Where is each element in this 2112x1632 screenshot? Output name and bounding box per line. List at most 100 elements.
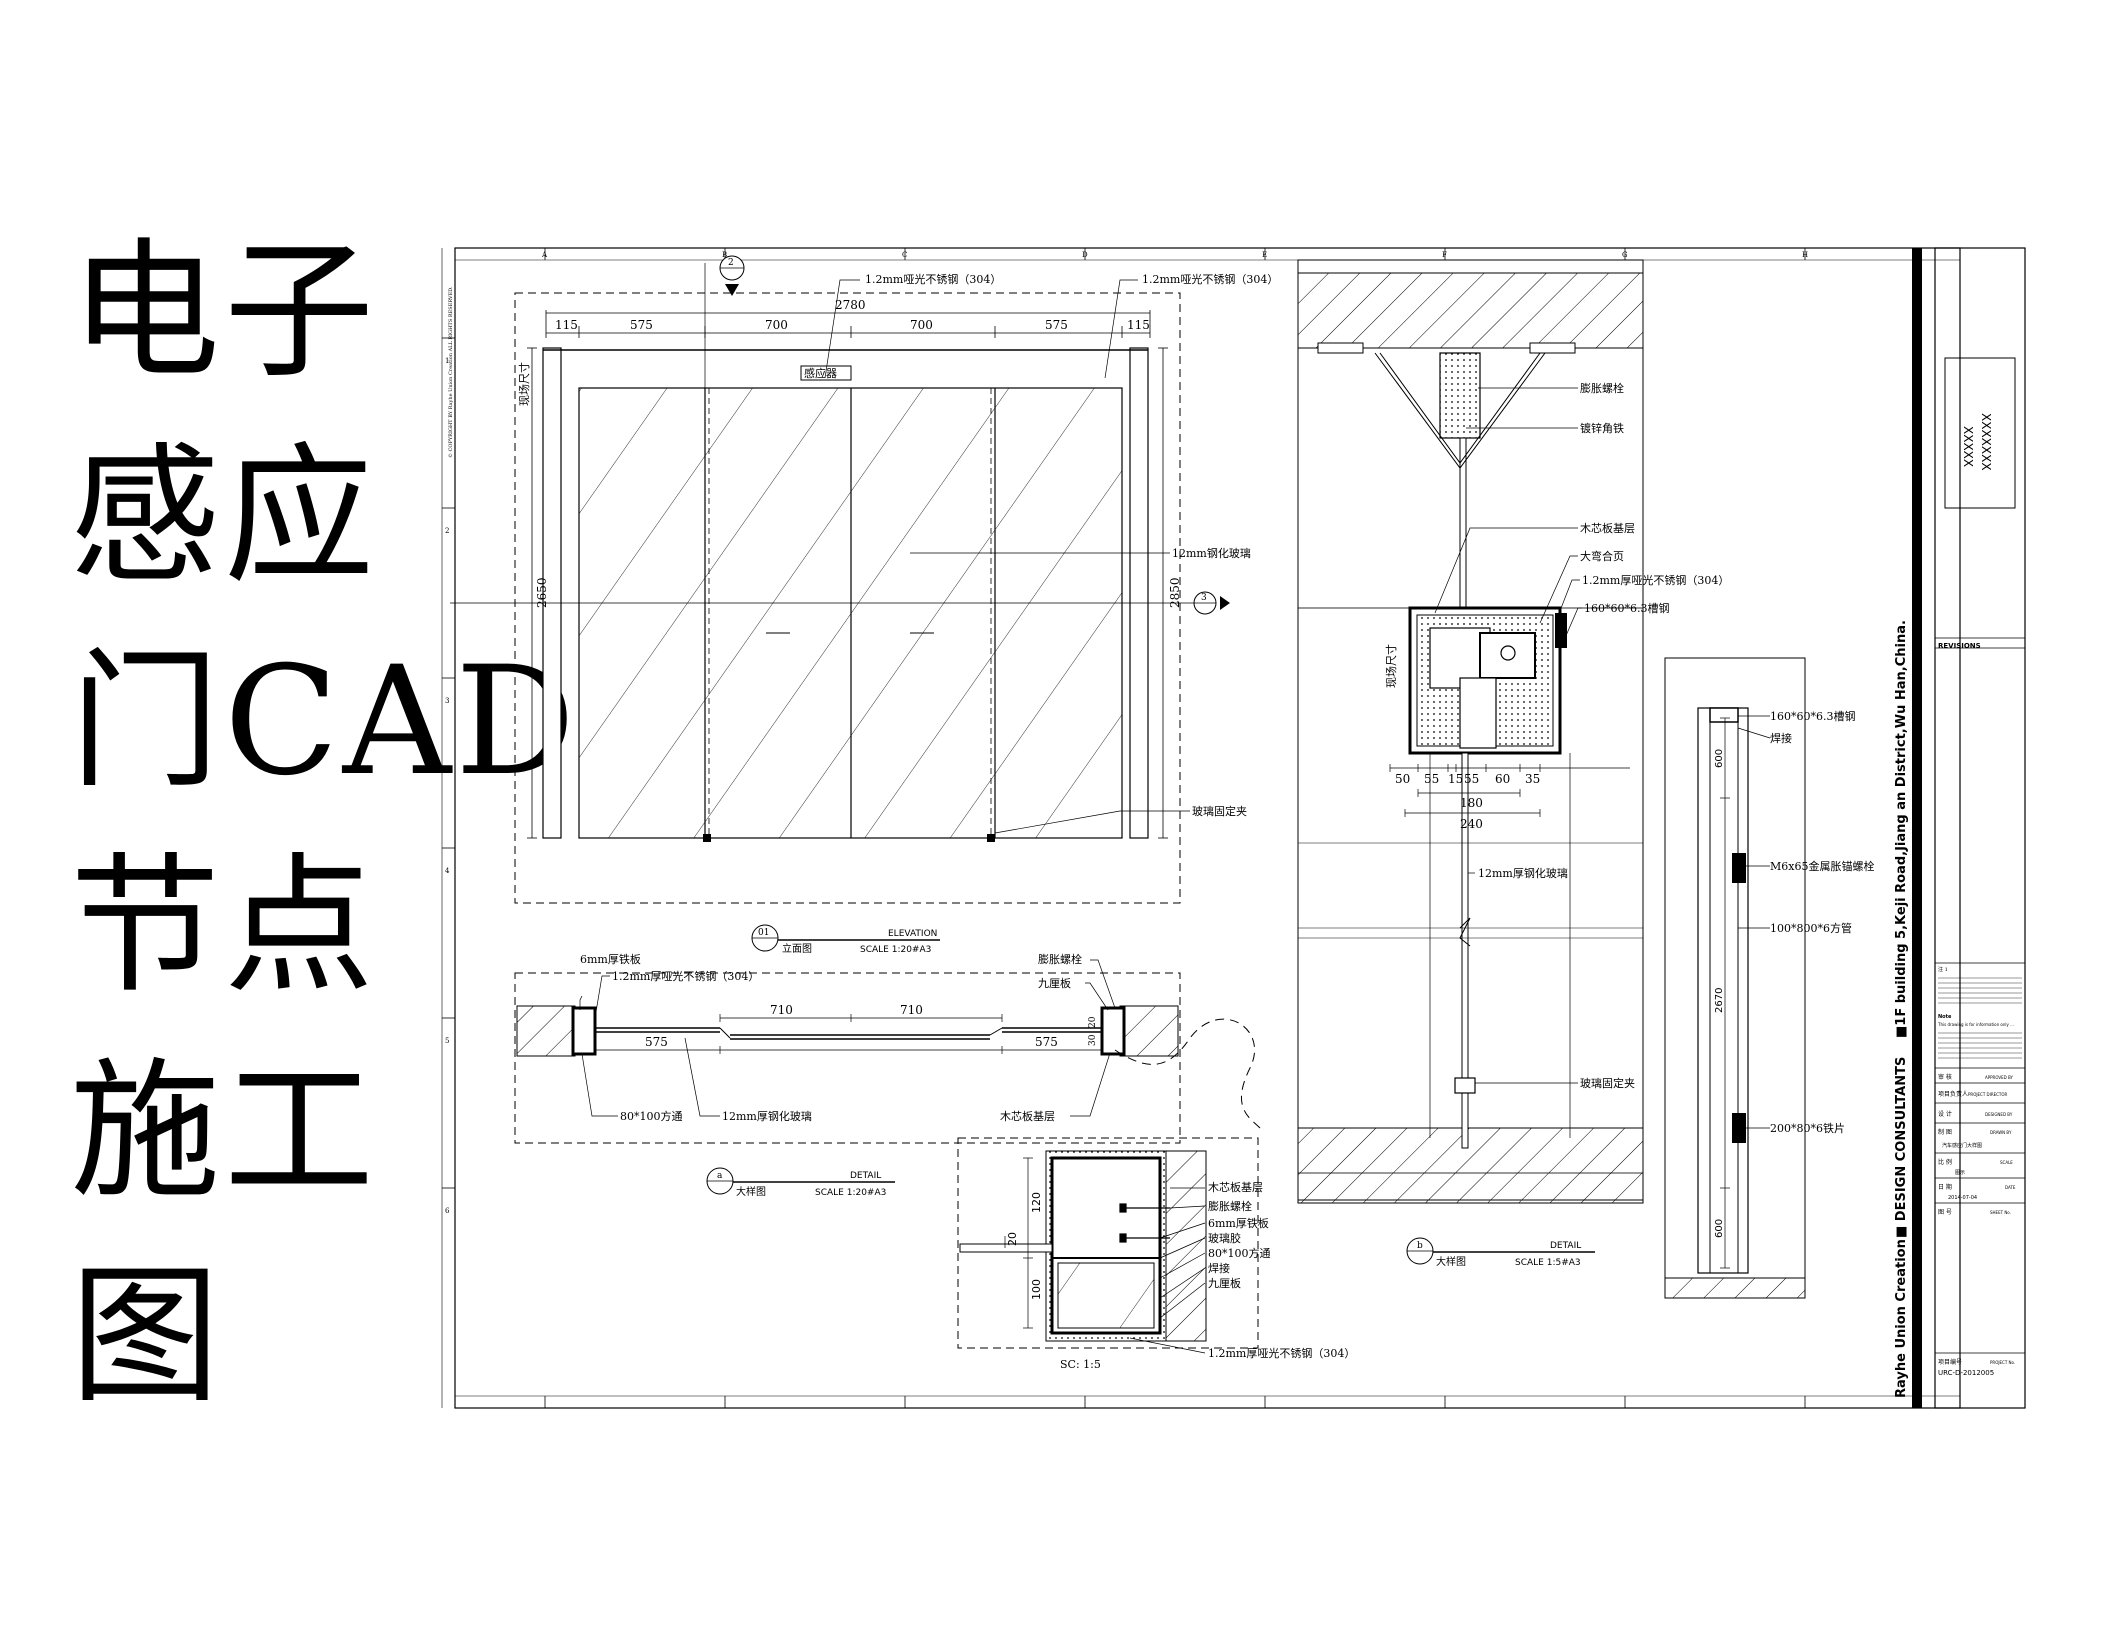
site-size-label: 现场尺寸 (517, 362, 531, 406)
dim-115: 115 (555, 318, 578, 332)
revisions-label: REVISIONS (1938, 642, 1981, 650)
section-detail-view: 50 55 15 55 60 35 180 240 现场尺寸 膨胀螺栓 镀锌角铁… (1297, 259, 1729, 1268)
title-line: 施工 (70, 1045, 379, 1219)
project-no-en: PROJECT No. (1990, 1360, 2015, 1365)
date-value: 2014-07-04 (1948, 1195, 1977, 1201)
grid-col-label: F (1442, 251, 1447, 259)
dim-575: 575 (645, 1035, 668, 1049)
grid-col-label: D (1082, 251, 1088, 259)
grid-labels: A B C D E F G H 1 2 3 4 5 6 © COPYRIGHT … (445, 251, 1808, 1215)
note-en-label: Note (1938, 1014, 1952, 1020)
tb-row-en: SCALE (2000, 1160, 2013, 1165)
tb-row-en: PROJECT DIRECTOR (1968, 1092, 2008, 1097)
section-tag: b 大样图 DETAIL SCALE 1:5#A3 (1406, 1237, 1595, 1268)
small-label: 膨胀螺栓 (1208, 1199, 1252, 1213)
label-plywood: 九厘板 (1038, 976, 1071, 990)
section-glass: 12mm厚钢化玻璃 (1478, 866, 1568, 880)
grid-ticks (442, 248, 1806, 1408)
callout-number: 2 (728, 258, 734, 268)
dim-120: 120 (1030, 1192, 1043, 1213)
sheet-no-cn: 图 号 (1938, 1209, 1952, 1216)
label-glass: 12mm厚钢化玻璃 (722, 1109, 812, 1123)
side-label: M6x65金属胀锚螺栓 (1770, 859, 1874, 873)
tag-title: DETAIL (1550, 1241, 1581, 1251)
drawing-name: 汽车感应门大样图 (1942, 1142, 1982, 1149)
tag-number: 01 (758, 928, 769, 938)
tb-row-en: DESIGNED BY (1985, 1112, 2013, 1117)
tag-number: a (717, 1171, 723, 1181)
section-label: 木芯板基层 (1580, 521, 1635, 535)
tag-scale: SCALE 1:20#A3 (860, 945, 931, 955)
section-label: 160*60*6.3槽钢 (1584, 602, 1670, 615)
title-line: 感应 (70, 430, 379, 604)
plan-detail-view: 710 710 575 575 20 30 6mm厚铁板 1.2mm厚哑光不锈钢… (514, 952, 1181, 1198)
dim-710: 710 (770, 1003, 793, 1017)
tag-title: DETAIL (850, 1171, 881, 1181)
dim: 35 (1525, 772, 1540, 786)
firm-name: Rayhe Union Creation (1894, 1239, 1909, 1398)
tag-name: 大样图 (1436, 1255, 1466, 1268)
dim: 55 (1424, 772, 1439, 786)
dim-700: 700 (910, 318, 933, 332)
tb-row-cn: 制 图 (1938, 1128, 1952, 1136)
grid-col-label: C (902, 251, 907, 259)
side-label: 焊接 (1770, 731, 1792, 745)
section-label: 膨胀螺栓 (1580, 381, 1624, 395)
tag-scale: SCALE 1:20#A3 (815, 1188, 886, 1198)
dim-710: 710 (900, 1003, 923, 1017)
dim: 15 (1448, 772, 1463, 786)
tb-row-en: DRAWN BY (1990, 1130, 2012, 1135)
tb-row-cn: 日 期 (1938, 1183, 1952, 1191)
side-label: 200*80*6铁片 (1770, 1122, 1845, 1135)
grid-row-label: 6 (445, 1207, 450, 1215)
tb-row-cn: 比 例 (1938, 1158, 1952, 1166)
dim-115: 115 (1127, 318, 1150, 332)
dim: 55 (1464, 772, 1479, 786)
grid-row-label: 2 (445, 527, 449, 535)
dim: 60 (1495, 772, 1510, 786)
tag-title: ELEVATION (888, 929, 937, 939)
grid-col-label: A (541, 251, 548, 259)
title-block-panel: XXXXXXX XXXXX REVISIONS 注 1 Note This dr… (1934, 247, 2026, 1409)
dim-575: 575 (630, 318, 653, 332)
section-callout-3: 3 (1193, 591, 1230, 615)
grid-row-label: 1 (445, 357, 449, 365)
side-label: 100*800*6方管 (1770, 921, 1852, 935)
grid-col-label: H (1802, 251, 1808, 259)
project-no: URC-D-2012005 (1938, 1369, 1994, 1377)
dim-575: 575 (1035, 1035, 1058, 1049)
tag-scale: SCALE 1:5#A3 (1515, 1258, 1581, 1268)
dim-right: 2850 (1168, 577, 1182, 608)
section-clip: 玻璃固定夹 (1580, 1076, 1635, 1090)
vertical-strip: Rayhe Union Creation ■ DESIGN CONSULTANT… (1894, 248, 1922, 1408)
grid-row-label: 5 (445, 1037, 449, 1045)
section-callout-2: 2 (719, 255, 745, 296)
callout-number: 3 (1201, 593, 1207, 603)
design-consultants: ■ DESIGN CONSULTANTS (1894, 1057, 1909, 1238)
dim-total: 2780 (835, 298, 866, 312)
logo-text-2: XXXXX (1961, 426, 1975, 467)
grid-col-label: E (1262, 251, 1267, 259)
dim-575: 575 (1045, 318, 1068, 332)
firm-address: ■1F building 5,Keji Road,Jiang an Distri… (1894, 620, 1909, 1038)
note-text: This drawing is for information only ... (1937, 1022, 2014, 1027)
label-stainless: 1.2mm厚哑光不锈钢（304） (612, 969, 759, 983)
note-label: 注 1 (1938, 966, 1948, 973)
small-label: 木芯板基层 (1208, 1180, 1263, 1194)
note-ss-1: 1.2mm哑光不锈钢（304） (865, 272, 1001, 286)
label-core-board: 木芯板基层 (1000, 1109, 1055, 1123)
small-label-bottom: 1.2mm厚哑光不锈钢（304） (1208, 1346, 1355, 1360)
scale-note: SC: 1:5 (1060, 1358, 1101, 1371)
small-label: 6mm厚铁板 (1208, 1216, 1269, 1230)
side-section-view: 160*60*6.3槽钢 焊接 M6x65金属胀锚螺栓 100*800*6方管 … (1664, 657, 1874, 1299)
sensor-label: 感应器 (804, 366, 837, 380)
logo-text-1: XXXXXXX (1979, 413, 1993, 471)
tb-row-en: APPROVED BY (1985, 1075, 2014, 1080)
dim-600: 600 (1714, 749, 1725, 768)
tb-row-cn: 项目负责人 (1938, 1090, 1968, 1098)
copyright-note: © COPYRIGHT BY Rayhe Union Creation ALL … (447, 286, 454, 458)
scale-value: 图示 (1955, 1170, 1965, 1176)
tag-name: 立面图 (782, 942, 812, 955)
dim-30: 30 (1088, 1034, 1098, 1046)
section-label: 镀锌角铁 (1580, 421, 1624, 435)
